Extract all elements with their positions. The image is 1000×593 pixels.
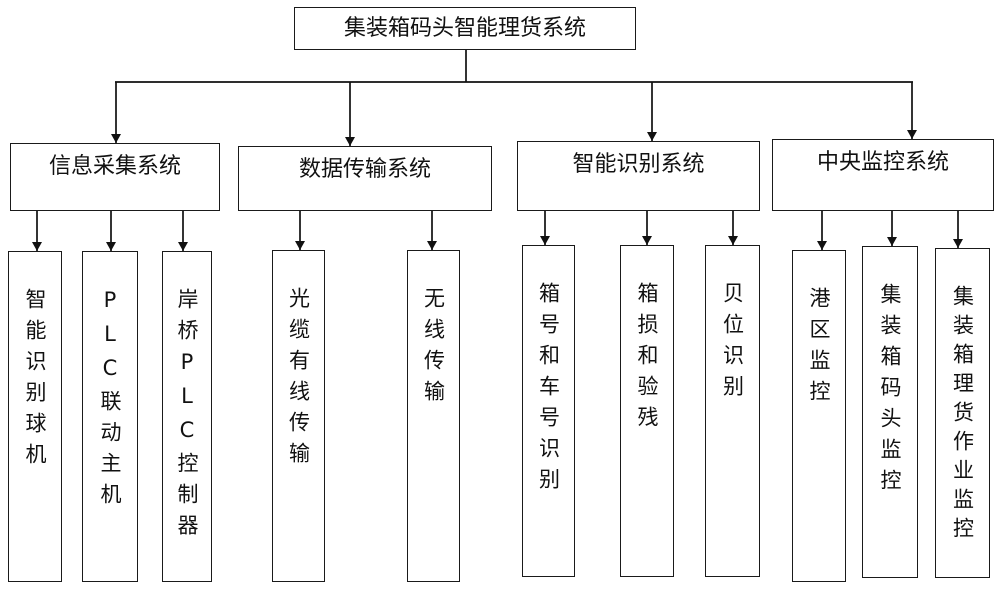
root-box: 集装箱码头智能理货系统 — [294, 7, 636, 50]
terminal-monitoring-label: 集装箱码头监控 — [878, 283, 902, 500]
wireless-transmission-label: 无线传输 — [421, 287, 446, 411]
smart-recognition-system-label: 智能识别系统 — [572, 152, 705, 177]
smart-recognition-system-box: 智能识别系统 — [517, 141, 760, 211]
info-collection-system-box: 信息采集系统 — [10, 143, 220, 211]
tally-operation-monitoring-label: 集装箱理货作业监控 — [950, 285, 975, 546]
plc-host-box: PLC联动主机 — [82, 251, 138, 582]
data-transmission-system-box: 数据传输系统 — [238, 146, 492, 211]
damage-inspection-label: 箱损和验残 — [635, 282, 659, 437]
bay-position-id-label: 贝位识别 — [720, 282, 745, 406]
crane-plc-controller-box: 岸桥PLC控制器 — [162, 251, 212, 582]
data-transmission-system-label: 数据传输系统 — [298, 157, 431, 182]
crane-plc-controller-label: 岸桥PLC控制器 — [175, 288, 199, 545]
terminal-monitoring-box: 集装箱码头监控 — [862, 246, 918, 578]
dome-camera-box: 智能识别球机 — [8, 251, 62, 582]
fiber-transmission-box: 光缆有线传输 — [272, 250, 325, 582]
central-monitoring-system-label: 中央监控系统 — [816, 150, 949, 175]
plc-host-label: PLC联动主机 — [98, 288, 122, 514]
tally-operation-monitoring-box: 集装箱理货作业监控 — [935, 248, 990, 578]
container-truck-id-box: 箱号和车号识别 — [522, 245, 575, 577]
fiber-transmission-label: 光缆有线传输 — [286, 287, 311, 473]
dome-camera-label: 智能识别球机 — [23, 288, 47, 474]
port-area-monitoring-label: 港区监控 — [807, 287, 831, 411]
port-area-monitoring-box: 港区监控 — [792, 250, 846, 582]
root-label: 集装箱码头智能理货系统 — [343, 15, 586, 41]
container-truck-id-label: 箱号和车号识别 — [536, 282, 561, 499]
bay-position-id-box: 贝位识别 — [705, 245, 760, 577]
wireless-transmission-box: 无线传输 — [407, 250, 460, 582]
damage-inspection-box: 箱损和验残 — [620, 245, 674, 577]
central-monitoring-system-box: 中央监控系统 — [772, 139, 994, 211]
info-collection-system-label: 信息采集系统 — [48, 154, 181, 179]
